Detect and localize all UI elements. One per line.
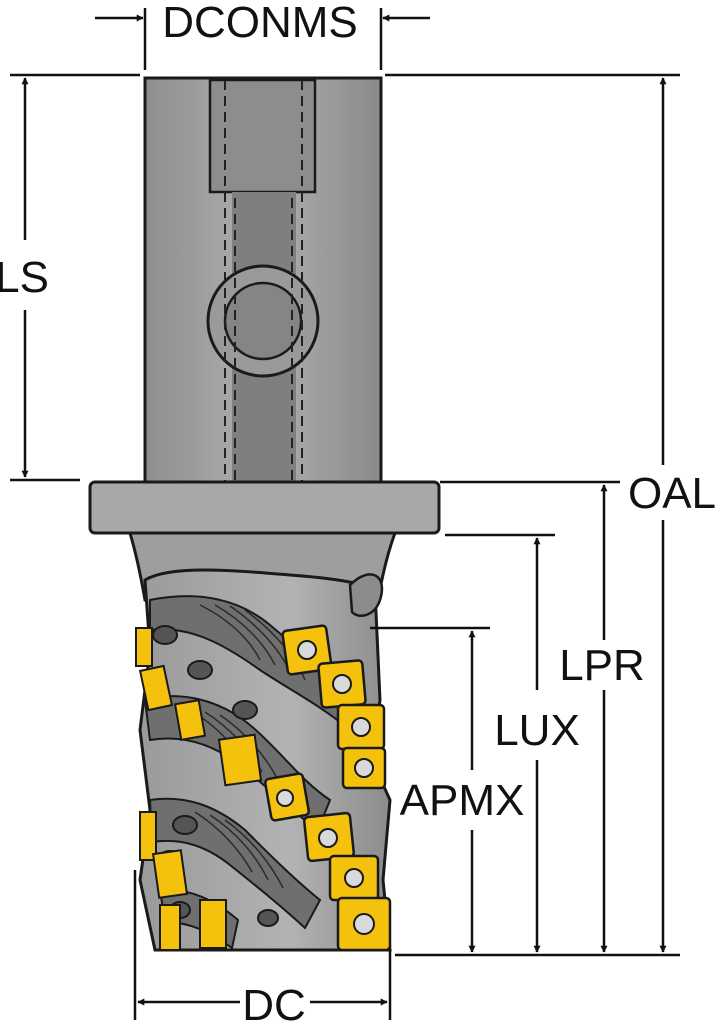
insert-1-icon — [281, 624, 333, 676]
insert-5-icon — [264, 772, 310, 822]
label-apmx: APMX — [400, 776, 525, 825]
insert-left-4-icon — [217, 733, 263, 787]
tool-body — [88, 76, 441, 952]
flange — [88, 480, 441, 535]
label-dc: DC — [242, 981, 306, 1024]
insert-2-icon — [317, 659, 367, 709]
chip-pockets — [152, 625, 279, 927]
clamping-flat — [208, 78, 317, 194]
insert-7-icon — [328, 854, 380, 902]
label-oal: OAL — [628, 469, 716, 518]
insert-left-8-icon — [199, 899, 227, 949]
insert-left-2-icon — [138, 664, 174, 712]
insert-8-icon — [336, 896, 392, 952]
insert-3-icon — [336, 703, 386, 751]
inserts — [135, 624, 392, 952]
insert-left-7-icon — [159, 904, 181, 951]
insert-left-5-icon — [139, 811, 157, 861]
label-lux: LUX — [494, 706, 580, 755]
label-dconms: DCONMS — [162, 0, 358, 47]
label-ls: LS — [0, 253, 49, 302]
label-lpr: LPR — [559, 641, 645, 690]
insert-left-3-icon — [173, 699, 207, 741]
insert-6-icon — [302, 811, 356, 863]
insert-4-icon — [341, 746, 387, 790]
insert-left-1-icon — [135, 627, 153, 667]
dimension-lines — [10, 8, 680, 1020]
insert-left-6-icon — [151, 849, 189, 899]
shoulder-relief — [348, 573, 383, 617]
set-screw-hole-inner — [223, 281, 303, 361]
